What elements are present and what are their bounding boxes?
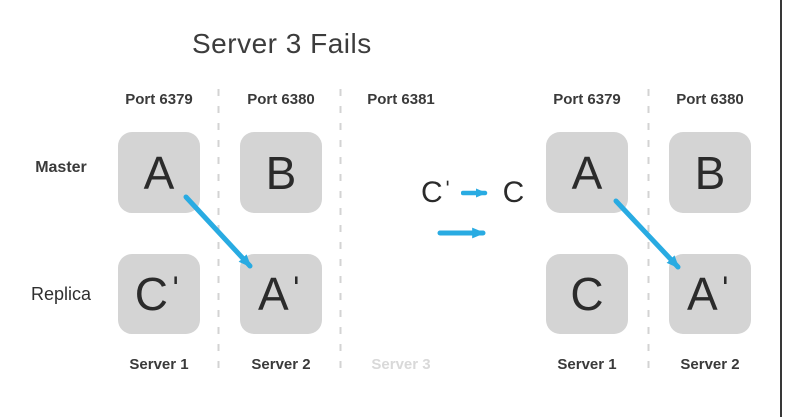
box-left-replica-c-prime: Cˈ: [118, 254, 200, 334]
right-arrow-icon: [460, 188, 487, 198]
master-row-label: Master: [35, 159, 87, 176]
promotion-annotation: Cˈ C: [421, 178, 524, 208]
annotation-to-label: C: [502, 176, 525, 209]
port-label-left-6381: Port 6381: [367, 91, 435, 108]
port-label-left-6380: Port 6380: [247, 91, 315, 108]
box-left-master-a: A: [118, 132, 200, 213]
box-right-master-b: B: [669, 132, 751, 213]
box-left-replica-a-prime: Aˈ: [240, 254, 322, 334]
replica-row-label: Replica: [30, 284, 92, 304]
failover-arrow-right: [613, 198, 681, 270]
annotation-from-label: Cˈ: [421, 176, 453, 209]
page-edge-line: [780, 0, 782, 417]
box-right-master-a: A: [546, 132, 628, 213]
server-label-left-3-failed: Server 3: [371, 356, 431, 373]
server-label-left-1: Server 1: [129, 356, 189, 373]
box-right-replica-c: C: [546, 254, 628, 334]
box-right-replica-a-prime: Aˈ: [669, 254, 751, 334]
server-label-right-2: Server 2: [680, 356, 740, 373]
box-left-master-b: B: [240, 132, 322, 213]
diagram-title: Server 3 Fails: [192, 28, 372, 59]
server-label-right-1: Server 1: [557, 356, 617, 373]
port-label-left-6379: Port 6379: [125, 91, 193, 108]
server-label-left-2: Server 2: [251, 356, 311, 373]
port-label-right-6379: Port 6379: [553, 91, 621, 108]
port-label-right-6380: Port 6380: [676, 91, 744, 108]
